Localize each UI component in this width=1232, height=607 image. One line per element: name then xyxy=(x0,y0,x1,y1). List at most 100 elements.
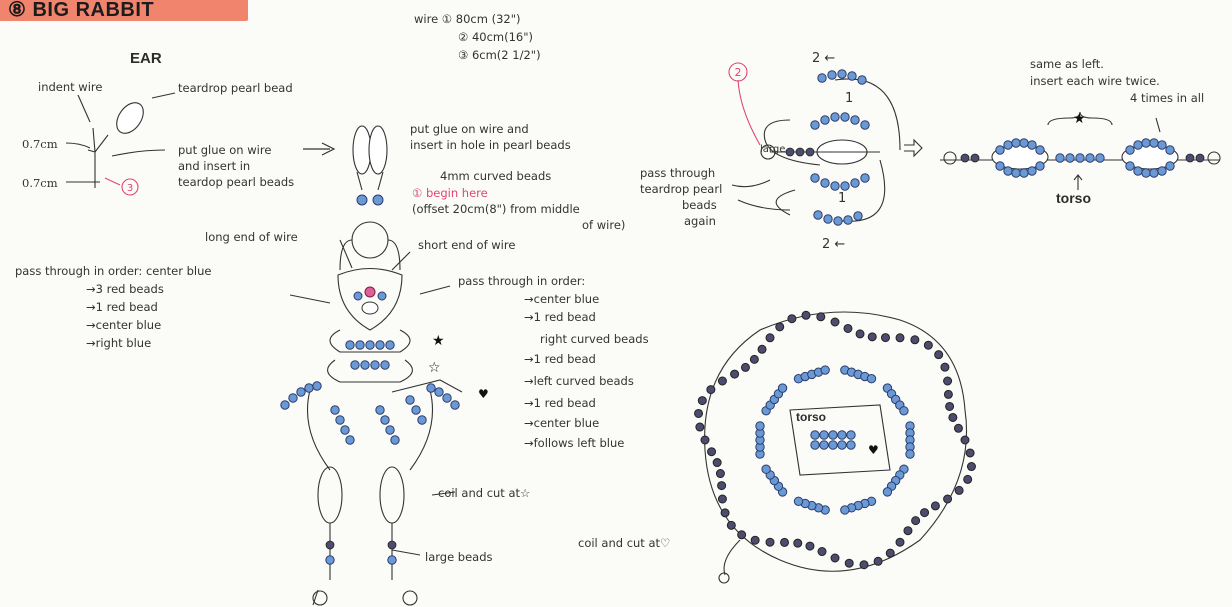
rosette-outer-bead xyxy=(921,509,929,517)
right-order-line-0: pass through in order: xyxy=(458,274,585,288)
rosette-outer-bead xyxy=(931,502,939,510)
coil-star-label: coil and cut at☆ xyxy=(438,486,530,500)
wire-line-2: ② 40cm(16") xyxy=(458,30,533,44)
right-order-line-6: →1 red bead xyxy=(524,396,596,410)
right-order-line-3: right curved beads xyxy=(540,332,649,346)
rosette-outer-bead xyxy=(896,538,904,546)
pass-label-4: again xyxy=(684,214,716,228)
svg-text:♥: ♥ xyxy=(868,443,879,457)
rosette-petal-bead xyxy=(867,375,875,383)
rosette-center-bead xyxy=(811,441,819,449)
rosette-center-bead xyxy=(829,441,837,449)
rosette-outer-bead xyxy=(949,413,957,421)
rosette-center-bead xyxy=(847,431,855,439)
rosette-outer-bead xyxy=(924,341,932,349)
rosette-outer-bead xyxy=(727,521,735,529)
rosette-outer-bead xyxy=(944,390,952,398)
rosette-outer-bead xyxy=(912,517,920,525)
rabbit-torso-beads xyxy=(346,341,394,369)
svg-text:2: 2 xyxy=(735,66,742,79)
rosette-center-bead xyxy=(838,441,846,449)
rosette-outer-bead xyxy=(731,370,739,378)
glue-hole-label-1: put glue on wire and xyxy=(410,122,529,136)
rosette-petal-bead xyxy=(900,407,908,415)
right-order-line-1: →center blue xyxy=(524,292,599,306)
rosette-outer-bead xyxy=(707,386,715,394)
rosette-outer-bead xyxy=(713,459,721,467)
rosette-torso-label: torso xyxy=(796,410,826,424)
rosette-center-bead xyxy=(847,441,855,449)
left-order-line-1: →3 red beads xyxy=(86,282,164,296)
right-order-line-4: →1 red bead xyxy=(524,352,596,366)
rosette-outer-bead xyxy=(845,559,853,567)
rosette-petal-bead xyxy=(762,465,770,473)
pass-label-1: pass through xyxy=(640,166,715,180)
rosette-outer-bead xyxy=(758,345,766,353)
ear-detail xyxy=(66,93,175,195)
rosette-outer-bead xyxy=(967,463,975,471)
rosette-outer-bead xyxy=(751,536,759,544)
indent-wire-label: indent wire xyxy=(38,80,102,94)
glue-label-2: and insert in xyxy=(178,159,250,173)
offset-label-1: (offset 20cm(8") from middle xyxy=(412,202,580,216)
rosette-outer-bead xyxy=(750,355,758,363)
rosette-center-bead xyxy=(838,431,846,439)
rosette-center-bead xyxy=(820,431,828,439)
step-1a-label: 1 xyxy=(845,92,853,106)
rosette-outer-bead xyxy=(966,449,974,457)
right-order-line-8: →follows left blue xyxy=(524,436,624,450)
rosette-outer-bead xyxy=(868,333,876,341)
begin-here-label: ① begin here xyxy=(412,186,488,200)
rosette-outer-bead xyxy=(944,495,952,503)
rosette-outer-bead xyxy=(817,313,825,321)
rosette-petal-bead xyxy=(883,488,891,496)
rosette-outer-bead xyxy=(806,542,814,550)
glue-label-1: put glue on wire xyxy=(178,143,271,157)
measure-label-1: 0.7cm xyxy=(22,137,58,151)
left-order-line-2: →1 red bead xyxy=(86,300,158,314)
large-label: large xyxy=(760,143,785,157)
offset-label-2: of wire) xyxy=(582,218,625,232)
rosette-petal-bead xyxy=(778,384,786,392)
ear-title: EAR xyxy=(130,50,162,67)
rosette-outer-bead xyxy=(738,531,746,539)
rosette-outer-bead xyxy=(874,557,882,565)
rosette-outer-bead xyxy=(695,409,703,417)
short-end-label: short end of wire xyxy=(418,238,515,252)
rosette-outer-bead xyxy=(886,549,894,557)
left-order-line-3: →center blue xyxy=(86,318,161,332)
rosette-outer-bead xyxy=(818,548,826,556)
rosette-outer-bead xyxy=(941,363,949,371)
rosette-petal-bead xyxy=(794,497,802,505)
rosette-outer-bead xyxy=(831,554,839,562)
left-order-line-4: →right blue xyxy=(86,336,151,350)
rosette-outer-bead xyxy=(794,539,802,547)
rosette-outer-bead xyxy=(896,334,904,342)
right-order-line-5: →left curved beads xyxy=(524,374,634,388)
step-2-top-label: 2 ← xyxy=(812,52,835,66)
rosette-outer-bead xyxy=(696,423,704,431)
rosette-petal-bead xyxy=(841,506,849,514)
rosette-petal-bead xyxy=(906,450,914,458)
svg-text:♥: ♥ xyxy=(478,387,489,401)
rosette-outer-bead xyxy=(911,336,919,344)
rosette-center-bead xyxy=(820,441,828,449)
measure-label-2: 0.7cm xyxy=(22,176,58,190)
rosette-outer-bead xyxy=(844,324,852,332)
rosette-outer-bead xyxy=(860,561,868,569)
rosette-outer-bead xyxy=(961,436,969,444)
rosette-petal-bead xyxy=(756,422,764,430)
rosette-outer-bead xyxy=(831,318,839,326)
rosette-outer-bead xyxy=(954,424,962,432)
rosette-outer-bead xyxy=(881,334,889,342)
glue-label-3: teardop pearl beads xyxy=(178,175,294,189)
rosette-outer-bead xyxy=(718,482,726,490)
teardrop-label: teardrop pearl bead xyxy=(178,81,293,95)
rosette-outer-bead xyxy=(946,402,954,410)
right-order-line-2: →1 red bead xyxy=(524,310,596,324)
rosette-outer-bead xyxy=(718,495,726,503)
svg-text:★: ★ xyxy=(1073,111,1086,127)
rosette-outer-bead xyxy=(741,363,749,371)
insert-twice-label: insert each wire twice. xyxy=(1030,74,1160,88)
wire-line-3: ③ 6cm(2 1/2") xyxy=(458,48,541,62)
